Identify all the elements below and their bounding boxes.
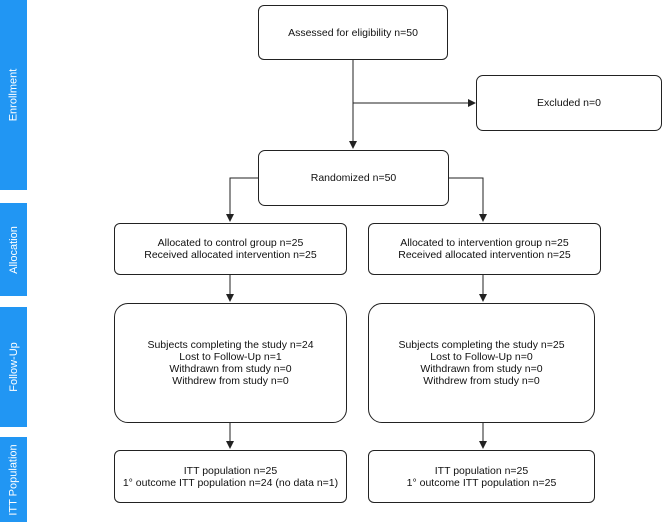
intervention-allocation-box: Allocated to intervention group n=25 Rec… <box>368 223 601 275</box>
control-itt-box: ITT population n=25 1° outcome ITT popul… <box>114 450 347 503</box>
control-allocation-box: Allocated to control group n=25 Received… <box>114 223 347 275</box>
arrow-randomized-to-intervention <box>449 177 487 222</box>
phase-label-follow-up: Follow-Up <box>0 307 27 427</box>
randomized-box: Randomized n=50 <box>258 150 449 206</box>
intervention-followup-box: Subjects completing the study n=25 Lost … <box>368 303 595 423</box>
control-followup-box: Subjects completing the study n=24 Lost … <box>114 303 347 423</box>
assessed-box: Assessed for eligibility n=50 <box>258 5 448 60</box>
excluded-box: Excluded n=0 <box>476 75 662 131</box>
phase-label-allocation: Allocation <box>0 203 27 296</box>
intervention-itt-box: ITT population n=25 1° outcome ITT popul… <box>368 450 595 503</box>
phase-label-enrollment: Enrollment <box>0 0 27 190</box>
phase-label-itt-population: ITT Population <box>0 437 27 522</box>
arrow-randomized-to-control <box>226 177 258 222</box>
